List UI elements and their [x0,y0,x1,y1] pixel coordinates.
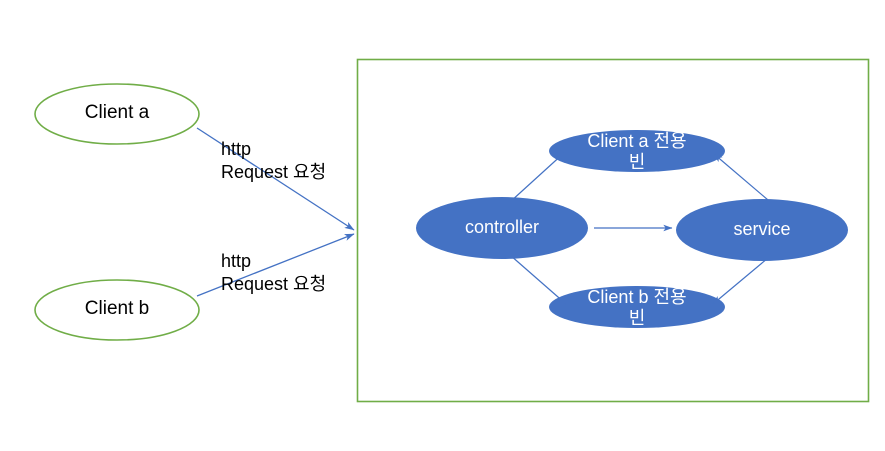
controller-ellipse[interactable] [416,197,588,259]
client-b-ellipse[interactable] [34,279,200,341]
arrow-controller-to-bean-b [509,254,567,305]
edge-label-client-b-request: http Request 요청 [221,251,327,294]
bean-a-ellipse[interactable] [549,130,725,172]
service-ellipse[interactable] [676,199,848,261]
arrow-client-b-request [196,233,355,297]
arrow-client-a-request [196,127,355,231]
arrow-bean-a-to-service [713,153,769,201]
arrow-service-to-bean-b [712,257,769,305]
arrow-controller-to-bean-a [509,151,566,203]
edge-label-client-a-request: http Request 요청 [221,139,327,182]
client-a-ellipse[interactable] [34,83,200,145]
bean-b-ellipse[interactable] [549,286,725,328]
